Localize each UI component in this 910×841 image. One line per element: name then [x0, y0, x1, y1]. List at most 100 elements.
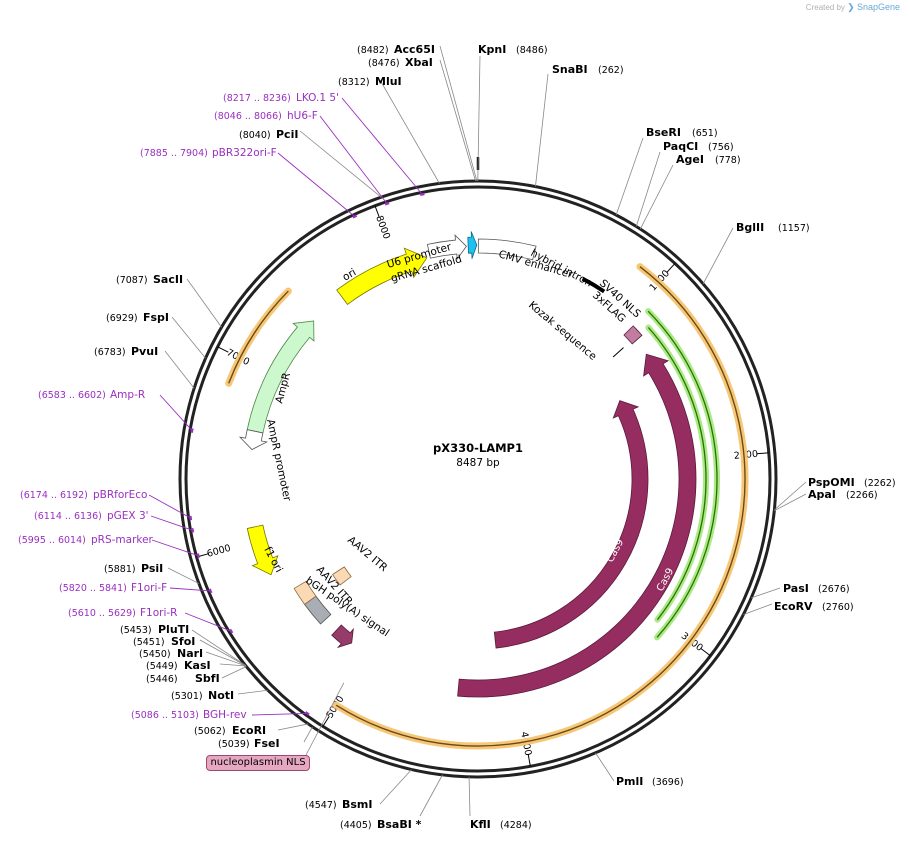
- tick-mark: [527, 754, 531, 767]
- primer-range-f1orir: (5610 .. 5629): [68, 608, 136, 619]
- site-pos-ecori: (5062): [194, 726, 226, 737]
- site-leader-line: [702, 227, 734, 284]
- ori-arrow: [336, 247, 428, 305]
- site-name-pasi: PasI: [783, 582, 809, 595]
- tick-mark: [756, 452, 769, 455]
- site-pos-kpni: (8486): [516, 45, 548, 56]
- hybrid-intron-bar: [581, 276, 606, 294]
- site-pos-fsei: (5039): [218, 739, 250, 750]
- site-name-bseri: BseRI: [646, 126, 681, 139]
- primer-mark: [208, 588, 213, 594]
- primer-mark: [190, 428, 194, 433]
- site-leader-line: [221, 666, 247, 679]
- site-name-xbai: XbaI: [405, 56, 433, 69]
- primer-range-pbr322: (7885 .. 7904): [140, 148, 208, 159]
- feature-label-ori: ori: [341, 266, 359, 283]
- site-name-ecori: EcoRI: [232, 724, 266, 737]
- primer-name-ampr: Amp-R: [110, 389, 145, 401]
- site-name-kasi: KasI: [184, 659, 211, 672]
- primer-name-f1orif: F1ori-F: [131, 582, 167, 594]
- site-pos-xbai: (8476): [368, 58, 400, 69]
- primer-leader-line: [184, 612, 232, 632]
- primer-name-pbr322: pBR322ori-F: [212, 147, 277, 159]
- primer-name-lko1: LKO.1 5': [296, 92, 339, 104]
- feature-label-ampr-promoter: AmpR promoter: [264, 418, 293, 503]
- primer-range-pbrforeco: (6174 .. 6192): [20, 490, 88, 501]
- site-leader-line: [379, 769, 412, 805]
- primer-name-f1orir: F1ori-R: [140, 607, 177, 619]
- site-pos-bseri: (651): [692, 128, 718, 139]
- cmv-enhancer-box: [477, 238, 537, 261]
- tick-mark: [374, 205, 380, 218]
- ampr-promoter-arrow: [238, 429, 269, 451]
- site-name-pvui: PvuI: [131, 345, 158, 358]
- snapgene-credit: Created by ❯ SnapGene: [806, 2, 900, 13]
- backbone-inner-strand: [184, 185, 772, 773]
- primer-leader-line: [150, 515, 193, 531]
- site-pos-paqci: (756): [708, 142, 734, 153]
- site-leader-line: [171, 316, 206, 359]
- site-pos-agei: (778): [715, 155, 741, 166]
- site-pos-acc65i: (8482): [357, 45, 389, 56]
- tick-mark: [217, 346, 229, 353]
- tick-mark: [666, 263, 676, 273]
- credit-prefix: Created by: [805, 3, 845, 12]
- site-leader-line: [303, 726, 313, 743]
- site-pos-apai: (2266): [846, 490, 878, 501]
- f1-ori-arrow: [246, 524, 279, 576]
- site-pos-bglii: (1157): [778, 223, 810, 234]
- site-leader-line: [167, 567, 200, 584]
- primer-range-hu6f: (8046 .. 8066): [214, 111, 282, 122]
- site-name-fsei: FseI: [254, 737, 280, 750]
- aav2-itr-peach-box-outer: [293, 580, 317, 605]
- u6-promoter-arrow: [426, 234, 467, 260]
- primer-name-pbrforeco: pBRforEco: [93, 489, 147, 501]
- site-name-paqci: PaqCI: [663, 140, 698, 153]
- site-name-bsmi: BsmI: [342, 798, 373, 811]
- features: [238, 231, 697, 698]
- bgh-polya-arrow: [331, 624, 354, 649]
- tick-label: 6000: [206, 543, 232, 560]
- credit-brand: SnapGene: [856, 2, 900, 12]
- site-name-bsabi: BsaBI *: [377, 818, 422, 831]
- kozak-sequence-tick: [612, 347, 624, 358]
- site-pos-pvui: (6783): [94, 347, 126, 358]
- site-leader-line: [219, 663, 247, 667]
- site-leader-line: [439, 45, 478, 182]
- orange-track-line: [228, 290, 289, 384]
- primer-mark: [196, 553, 201, 559]
- site-name-mlui: MluI: [375, 75, 402, 88]
- site-pos-psii: (5881): [104, 564, 136, 575]
- site-pos-sfoi: (5451): [133, 637, 165, 648]
- plasmid-name: pX330-LAMP1: [433, 441, 523, 455]
- feature-label-aav2-itr-1: AAV2 ITR: [345, 534, 389, 574]
- site-leader-line: [751, 587, 781, 599]
- site-pos-kfli: (4284): [500, 820, 532, 831]
- site-name-pspomi: PspOMI: [808, 476, 855, 489]
- site-name-sfoi: SfoI: [171, 635, 195, 648]
- site-leader-line: [277, 723, 309, 731]
- feature-label-kozak: Kozak sequence: [526, 299, 599, 363]
- site-leader-line: [191, 629, 246, 666]
- nucleoplasmin-nls-label: nucleoplasmin NLS: [206, 755, 310, 771]
- site-name-noti: NotI: [208, 689, 234, 702]
- site-name-fspi: FspI: [143, 311, 169, 324]
- primer-leader-line: [159, 394, 193, 431]
- site-leader-line: [595, 752, 615, 782]
- site-name-apai: ApaI: [808, 488, 836, 501]
- site-name-nari: NarI: [177, 647, 203, 660]
- green-track-line: [647, 327, 707, 621]
- snapgene-logo-icon: ❯: [847, 2, 855, 12]
- site-name-kpni: KpnI: [478, 43, 506, 56]
- primer-range-lko1: (8217 .. 8236): [223, 93, 291, 104]
- site-leader-line: [743, 603, 773, 616]
- site-leader-line: [379, 79, 440, 184]
- site-leader-line: [774, 481, 807, 511]
- site-name-agei: AgeI: [676, 153, 704, 166]
- site-name-sacii: SacII: [153, 273, 183, 286]
- site-leader-line: [635, 151, 661, 227]
- primer-leader-line: [148, 494, 191, 519]
- site-name-acc65i: Acc65I: [394, 43, 435, 56]
- primer-mark: [304, 711, 310, 716]
